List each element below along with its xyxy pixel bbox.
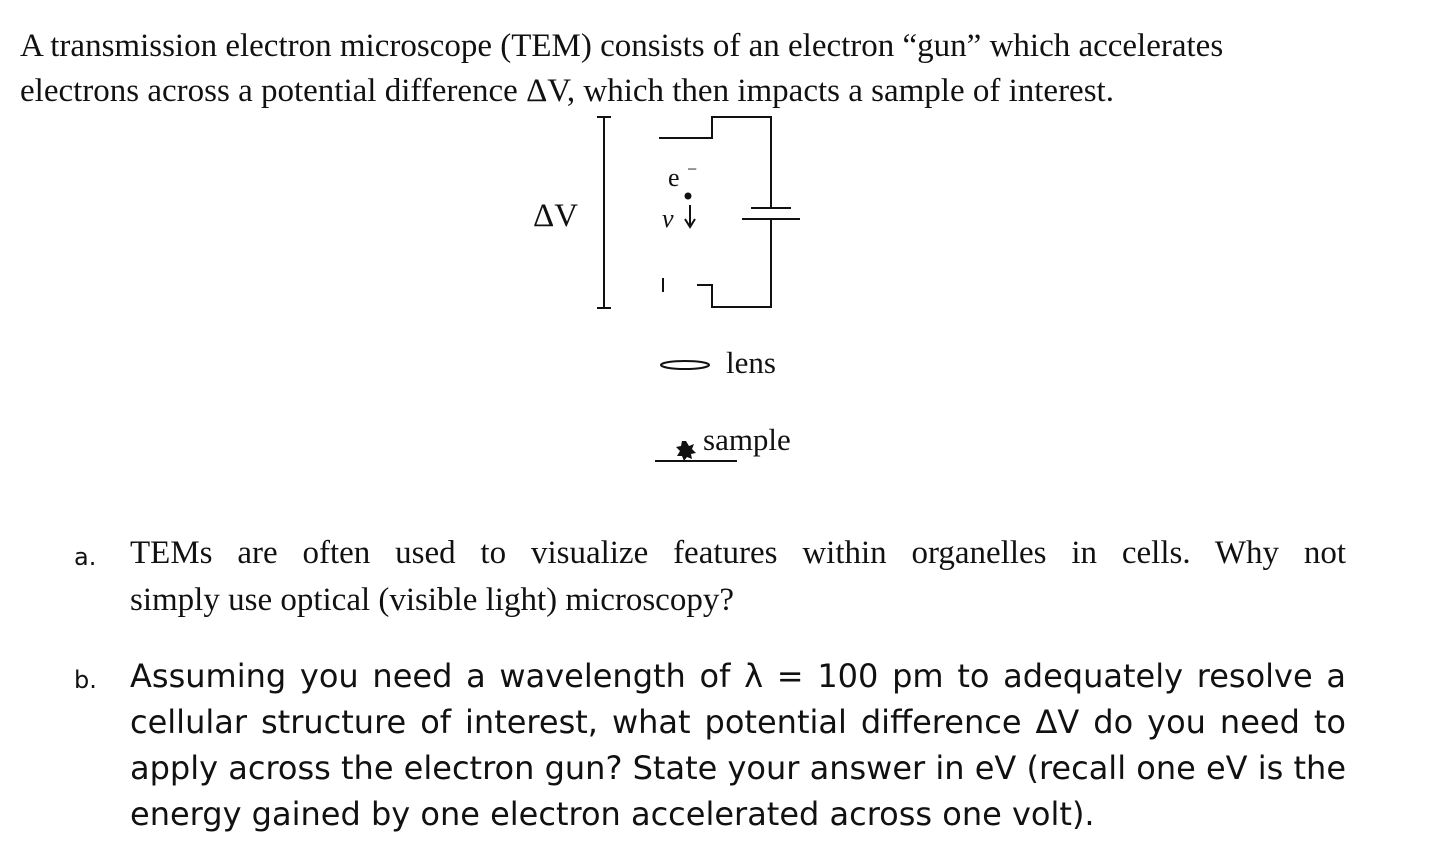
velocity-label: v	[662, 204, 674, 233]
electron-dot	[684, 192, 692, 200]
question-b-line-2: cellular structure of interest, what pot…	[130, 703, 1346, 741]
velocity-arrowhead	[684, 218, 696, 229]
sample-specimen-icon	[676, 441, 696, 461]
sample-label: sample	[703, 422, 791, 457]
electron-label: e	[668, 163, 680, 192]
electron-charge-label: −	[687, 159, 697, 179]
top-plate-wire	[659, 116, 772, 208]
intro-paragraph: A transmission electron microscope (TEM)…	[20, 24, 1360, 114]
bottom-plate-wire	[697, 219, 772, 308]
question-b-line-3: apply across the electron gun? State you…	[130, 749, 1346, 787]
question-b-line-1: Assuming you need a wavelength of λ = 10…	[130, 657, 1346, 695]
question-b-text: Assuming you need a wavelength of λ = 10…	[130, 653, 1346, 837]
intro-line-2: electrons across a potential difference …	[20, 73, 1114, 109]
lens-label: lens	[726, 345, 776, 380]
question-a-line-1: TEMs are often used to visualize feature…	[130, 535, 1346, 571]
question-b-label: b.	[74, 666, 97, 694]
intro-line-1: A transmission electron microscope (TEM)…	[20, 28, 1224, 64]
question-a-label: a.	[74, 543, 97, 571]
question-a-line-2: simply use optical (visible light) micro…	[130, 582, 734, 618]
question-b-line-4: energy gained by one electron accelerate…	[130, 795, 1095, 833]
lens-icon	[660, 360, 710, 370]
question-a-text: TEMs are often used to visualize feature…	[130, 530, 1346, 624]
delta-v-label: ΔV	[533, 198, 578, 234]
